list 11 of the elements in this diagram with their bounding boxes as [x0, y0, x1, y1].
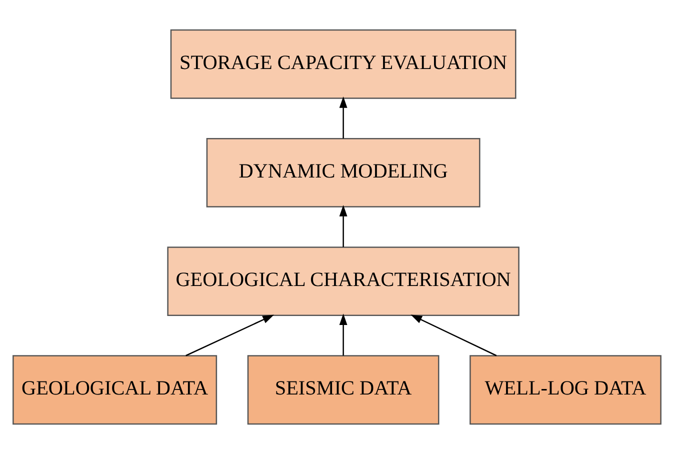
- arrow: [186, 314, 274, 356]
- node-box: GEOLOGICAL CHARACTERISATION: [167, 246, 520, 316]
- arrow: [339, 96, 348, 138]
- node-box: DYNAMIC MODELING: [206, 138, 480, 208]
- arrow: [339, 314, 348, 356]
- node-box: STORAGE CAPACITY EVALUATION: [170, 29, 516, 99]
- node-box: WELL-LOG DATA: [470, 355, 662, 425]
- arrow: [339, 205, 348, 248]
- node-box: SEISMIC DATA: [247, 355, 440, 425]
- arrow: [410, 314, 497, 356]
- node-box: GEOLOGICAL DATA: [12, 355, 218, 425]
